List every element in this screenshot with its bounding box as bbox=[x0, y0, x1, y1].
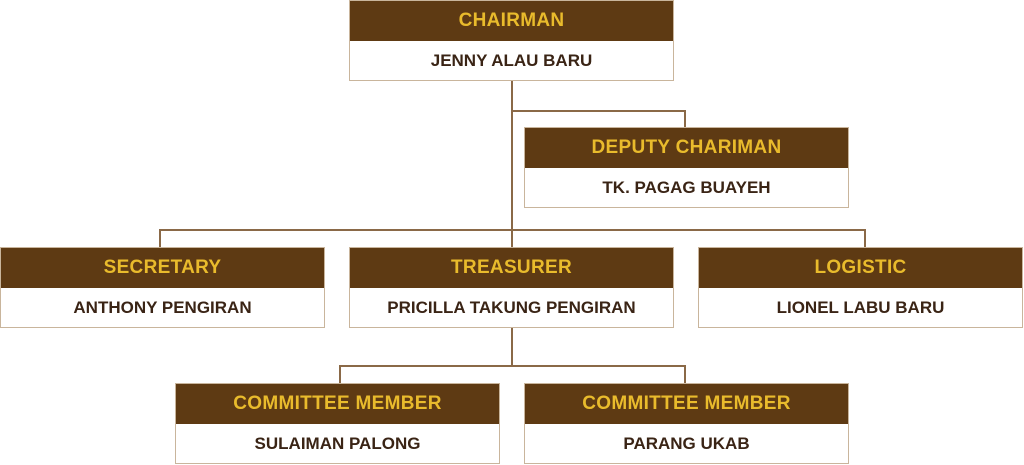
role-title: LOGISTIC bbox=[699, 248, 1022, 288]
role-title: CHAIRMAN bbox=[350, 1, 673, 41]
node-deputy-chairman: DEPUTY CHARIMAN TK. PAGAG BUAYEH bbox=[524, 127, 849, 208]
connector-committee-h bbox=[339, 365, 686, 367]
connector-deputy-h bbox=[511, 110, 686, 112]
connector-chairman-trunk bbox=[511, 81, 513, 247]
person-name: ANTHONY PENGIRAN bbox=[73, 297, 252, 317]
connector-committee2-v bbox=[684, 365, 686, 383]
connector-committee1-v bbox=[339, 365, 341, 383]
node-secretary: SECRETARY ANTHONY PENGIRAN bbox=[0, 247, 325, 328]
connector-logistic-v bbox=[864, 229, 866, 247]
node-committee-member-1: COMMITTEE MEMBER SULAIMAN PALONG bbox=[175, 383, 500, 464]
person-name: SULAIMAN PALONG bbox=[254, 433, 421, 453]
node-logistic: LOGISTIC LIONEL LABU BARU bbox=[698, 247, 1023, 328]
node-committee-member-2: COMMITTEE MEMBER PARANG UKAB bbox=[524, 383, 849, 464]
role-title: SECRETARY bbox=[1, 248, 324, 288]
person-name: LIONEL LABU BARU bbox=[776, 297, 945, 317]
connector-row2-h bbox=[159, 229, 866, 231]
connector-treasurer-trunk bbox=[511, 328, 513, 367]
role-title: TREASURER bbox=[350, 248, 673, 288]
node-treasurer: TREASURER PRICILLA TAKUNG PENGIRAN bbox=[349, 247, 674, 328]
person-name: PRICILLA TAKUNG PENGIRAN bbox=[387, 297, 636, 317]
person-name: TK. PAGAG BUAYEH bbox=[602, 177, 771, 197]
node-chairman: CHAIRMAN JENNY ALAU BARU bbox=[349, 0, 674, 81]
connector-deputy-v bbox=[684, 110, 686, 127]
role-title: COMMITTEE MEMBER bbox=[176, 384, 499, 424]
role-title: COMMITTEE MEMBER bbox=[525, 384, 848, 424]
connector-secretary-v bbox=[159, 229, 161, 247]
person-name: JENNY ALAU BARU bbox=[430, 50, 593, 70]
person-name: PARANG UKAB bbox=[623, 433, 750, 453]
role-title: DEPUTY CHARIMAN bbox=[525, 128, 848, 168]
